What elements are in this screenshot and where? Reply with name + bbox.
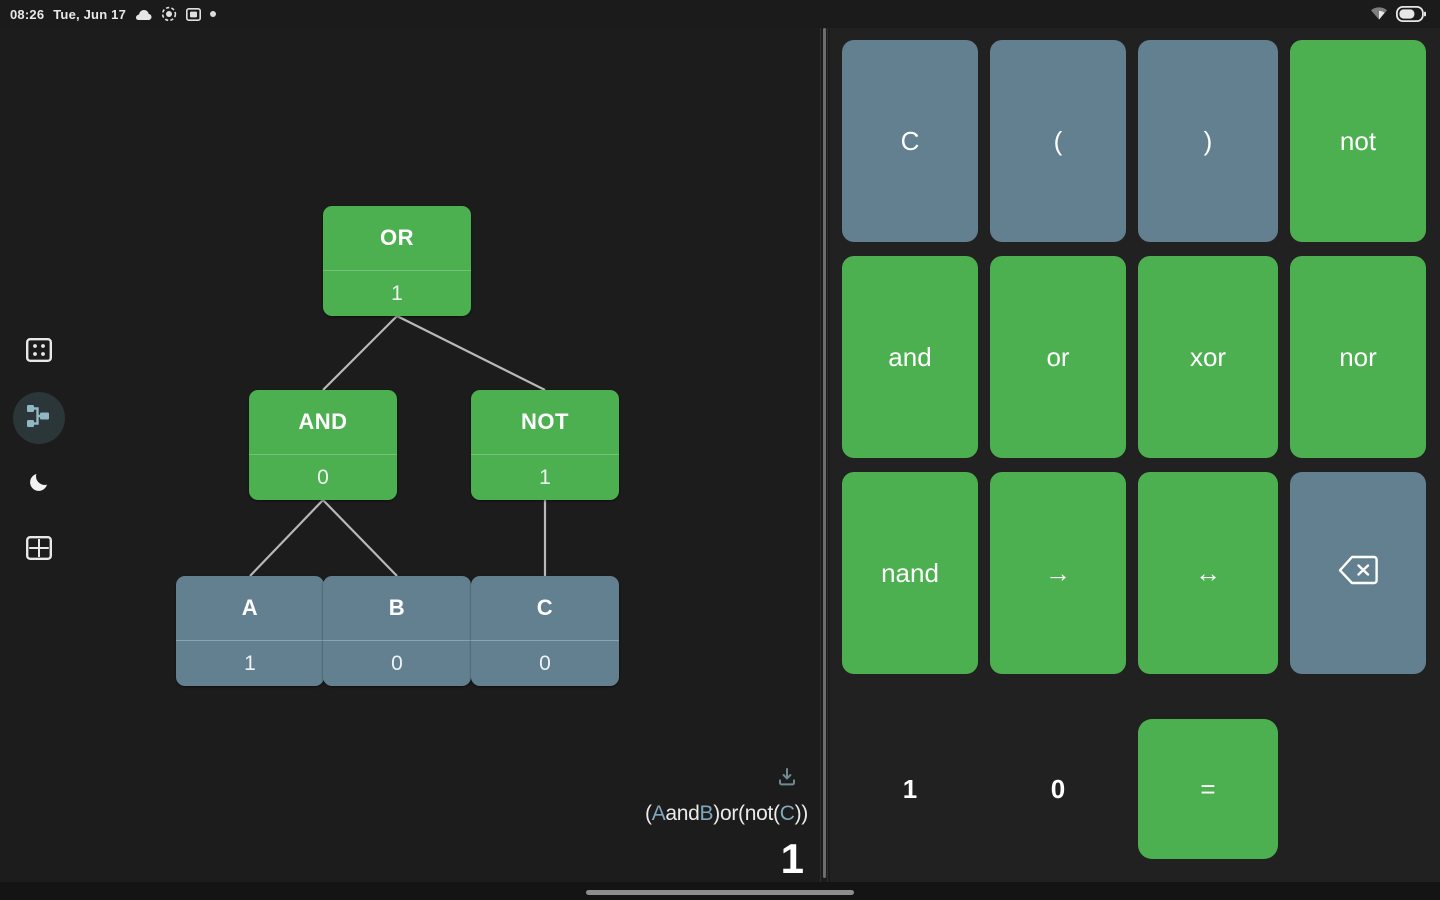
expression-tree-icon: [26, 403, 52, 434]
expression-operator: not(: [744, 802, 780, 825]
key-label: C: [900, 126, 920, 156]
key-label: nor: [1339, 342, 1377, 372]
expression-operator: and: [665, 802, 700, 825]
backspace-key[interactable]: [1290, 472, 1426, 674]
tree-node-label: AND: [298, 409, 348, 434]
nor-key[interactable]: nor: [1290, 256, 1426, 458]
tree-node-label: C: [536, 595, 554, 620]
expression-variable: A: [651, 802, 666, 825]
tree-node-label: NOT: [521, 409, 569, 434]
tree-edge: [322, 315, 398, 391]
equals-key[interactable]: =: [1138, 719, 1278, 859]
and-key[interactable]: and: [842, 256, 978, 458]
expression-result: 1: [780, 835, 804, 882]
status-date: Tue, Jun 17: [53, 6, 127, 22]
status-bar-left: 08:26 Tue, Jun 17: [0, 6, 217, 22]
open-paren-key[interactable]: (: [990, 40, 1126, 242]
key-label: 1: [902, 774, 918, 804]
key-label: and: [888, 342, 932, 372]
close-paren-key[interactable]: ): [1138, 40, 1278, 242]
sync-icon: [161, 6, 177, 22]
system-nav-bar: [0, 882, 1440, 900]
sidebar-item-truth-table[interactable]: [13, 326, 65, 378]
biconditional-key[interactable]: ↔: [1138, 472, 1278, 674]
key-label: =: [1200, 774, 1216, 804]
key-label: or: [1046, 342, 1070, 372]
download-icon[interactable]: [776, 766, 798, 788]
tree-node-not[interactable]: NOT 1: [471, 390, 619, 500]
tree-node-value: 1: [323, 270, 471, 316]
tree-node-and[interactable]: AND 0: [249, 390, 397, 500]
cloud-icon: [135, 8, 152, 21]
tree-node-value: 0: [323, 640, 471, 686]
implies-key[interactable]: →: [990, 472, 1126, 674]
backspace-icon: [1338, 555, 1378, 592]
sidebar-item-karnaugh-map[interactable]: [13, 524, 65, 576]
key-label: 0: [1050, 774, 1066, 804]
key-label: →: [1045, 558, 1071, 588]
tree-node-label: B: [388, 595, 406, 620]
xor-key[interactable]: xor: [1138, 256, 1278, 458]
tree-edge: [396, 315, 546, 391]
download-row: [594, 766, 810, 788]
tree-node-or[interactable]: OR 1: [323, 206, 471, 316]
key-label: not: [1339, 126, 1377, 156]
key-label: xor: [1189, 342, 1227, 372]
expression-operator: )): [794, 802, 809, 825]
sidebar-item-dark-mode[interactable]: [13, 458, 65, 510]
nand-key[interactable]: nand: [842, 472, 978, 674]
key-label: (: [1053, 126, 1063, 156]
tree-node-value: 0: [249, 454, 397, 500]
status-bar-right: [1370, 6, 1440, 22]
expression-variable: B: [699, 802, 714, 825]
dot-indicator: [210, 11, 217, 17]
tree-node-value: 1: [176, 640, 324, 686]
status-time: 08:26: [10, 6, 45, 22]
home-gesture-pill[interactable]: [586, 890, 854, 895]
tree-node-value: 1: [471, 454, 619, 500]
empty-slot: [1290, 688, 1426, 890]
screenshot-icon: [186, 7, 202, 21]
expression-variable: C: [779, 802, 795, 825]
keypad: C () not and or xor nor nand → ↔ 1 0 =: [830, 28, 1440, 900]
key-label: nand: [881, 558, 939, 588]
vertical-scrollbar[interactable]: [823, 28, 826, 878]
expression-text: (AandB)or(not(C)): [594, 802, 810, 826]
sidebar-rail: [0, 28, 78, 900]
zero-key[interactable]: 0: [990, 688, 1126, 890]
expression-panel: (AandB)or(not(C)) 1: [584, 766, 820, 884]
or-key[interactable]: or: [990, 256, 1126, 458]
dark-mode-icon: [27, 470, 51, 499]
tree-edge: [322, 499, 398, 577]
wifi-icon: [1370, 7, 1388, 21]
expression-operator: )or(: [713, 802, 745, 825]
clear-key[interactable]: C: [842, 40, 978, 242]
tree-edges: [249, 315, 547, 577]
status-bar: 08:26 Tue, Jun 17: [0, 0, 1440, 28]
key-label: ↔: [1195, 558, 1221, 588]
key-label: ): [1203, 126, 1213, 156]
karnaugh-map-icon: [26, 535, 53, 565]
expression-operator: (: [644, 802, 652, 825]
truth-table-icon: [26, 337, 53, 367]
tree-edge: [249, 499, 324, 577]
not-key[interactable]: not: [1290, 40, 1426, 242]
tree-node-value: 0: [471, 640, 619, 686]
tree-node-label: OR: [380, 225, 414, 250]
tree-node-label: A: [241, 595, 259, 620]
battery-icon: [1396, 6, 1426, 22]
one-key[interactable]: 1: [842, 688, 978, 890]
sidebar-item-expression-tree[interactable]: [13, 392, 65, 444]
